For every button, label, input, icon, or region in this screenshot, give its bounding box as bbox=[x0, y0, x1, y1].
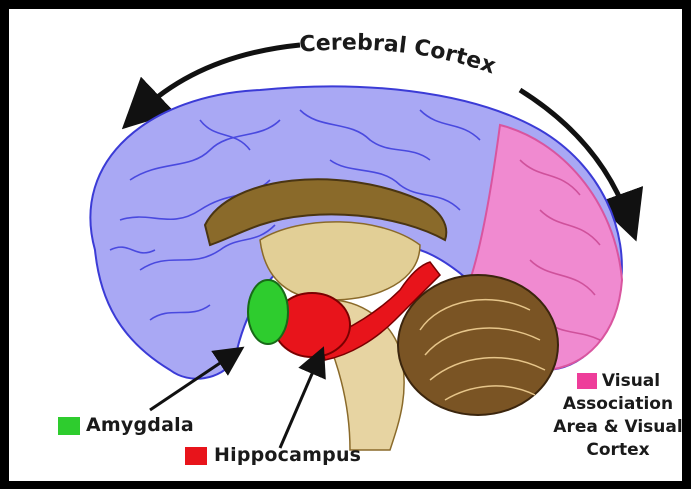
hippocampus-pointer bbox=[280, 360, 318, 448]
hippocampus-label: Hippocampus bbox=[214, 444, 361, 466]
amygdala bbox=[248, 280, 288, 344]
amygdala-label: Amygdala bbox=[86, 414, 194, 436]
hippocampus-swatch bbox=[185, 447, 207, 465]
visual-cortex-label: Visual Association Area & Visual Cortex bbox=[548, 370, 688, 462]
thalamus bbox=[260, 222, 420, 300]
amygdala-swatch bbox=[58, 417, 80, 435]
cerebral-cortex-title: Cerebral Cortex bbox=[298, 30, 498, 79]
